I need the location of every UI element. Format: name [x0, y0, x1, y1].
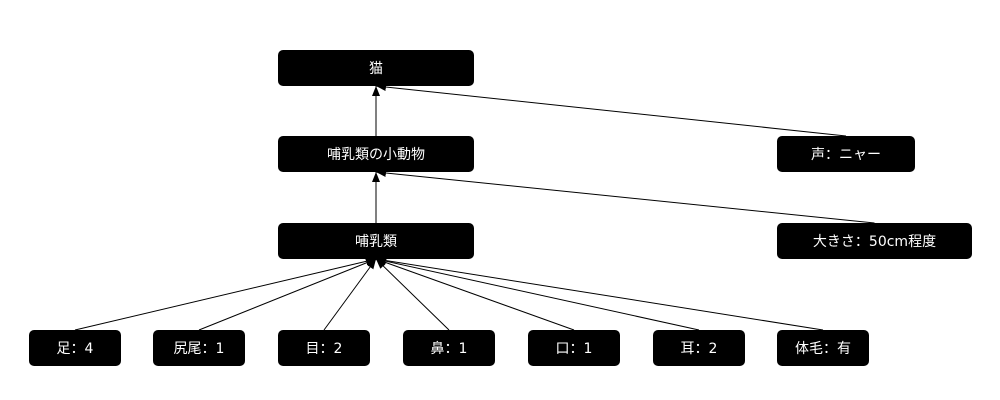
edge-nose-to-mammal	[375, 258, 450, 331]
edge-legs-to-mammal	[74, 257, 377, 331]
edge-fur-to-mammal	[375, 256, 824, 331]
edge-eyes-to-mammal	[323, 258, 377, 331]
node-mammal: 哺乳類	[278, 223, 474, 259]
edge-mouth-to-mammal	[375, 258, 575, 331]
node-eyes: 目：2	[278, 330, 370, 366]
edge-ears-to-mammal	[375, 257, 700, 331]
edge-voice-to-cat	[375, 83, 847, 137]
node-size: 大きさ：50cm程度	[777, 223, 972, 259]
node-tail: 尻尾：1	[153, 330, 245, 366]
node-voice: 声：ニャー	[777, 136, 915, 172]
node-fur: 体毛：有	[777, 330, 869, 366]
node-mouth: 口：1	[528, 330, 620, 366]
node-ears: 耳：2	[653, 330, 745, 366]
node-legs: 足：4	[29, 330, 121, 366]
node-cat: 猫	[278, 50, 474, 86]
edge-size-to-small_mammal	[375, 169, 875, 224]
node-nose: 鼻：1	[403, 330, 495, 366]
edge-tail-to-mammal	[198, 258, 377, 331]
node-small-mammal: 哺乳類の小動物	[278, 136, 474, 172]
